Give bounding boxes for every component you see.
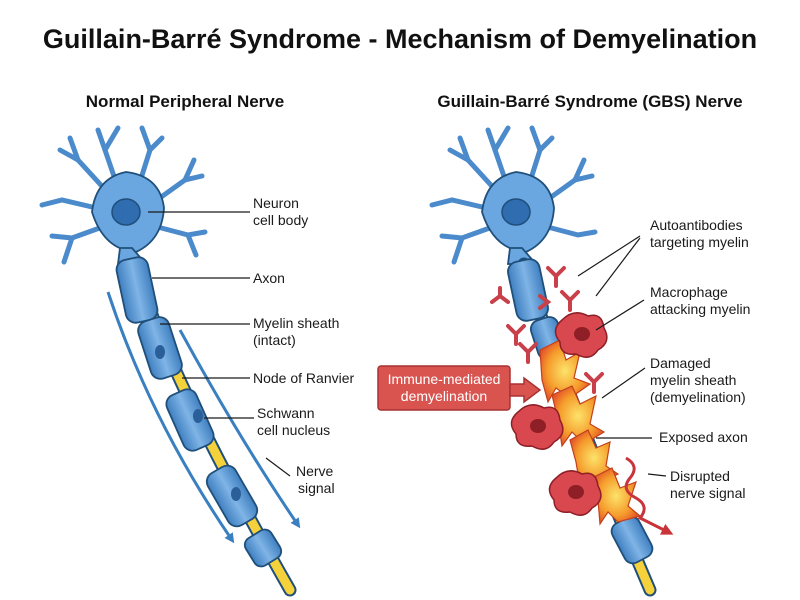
macrophage — [510, 404, 564, 450]
label-schwann: Schwann — [257, 405, 315, 421]
normal-nerve: Neuron cell body Axon Myelin sheath (int… — [39, 125, 355, 597]
label-cell-body: cell body — [253, 212, 308, 228]
antibody — [560, 290, 580, 312]
label-myelin-sheath: Myelin sheath — [253, 315, 339, 331]
dendrites — [39, 125, 208, 265]
schwann-nucleus — [193, 409, 203, 423]
autoantibodies — [490, 266, 604, 394]
diagram-title: Guillain-Barré Syndrome - Mechanism of D… — [43, 24, 757, 54]
label-macrophage: Macrophage — [650, 284, 728, 300]
myelin-segment-gbs — [507, 258, 549, 322]
label-node-of-ranvier: Node of Ranvier — [253, 370, 355, 386]
myelin-segment — [115, 256, 159, 324]
antibody — [546, 266, 566, 288]
label-signal: signal — [298, 480, 335, 496]
label-damaged: Damaged — [650, 355, 711, 371]
label-myelin-intact: (intact) — [253, 332, 296, 348]
antibody — [506, 324, 526, 346]
label-targeting-myelin: targeting myelin — [650, 234, 749, 250]
neuron-nucleus — [111, 198, 141, 226]
antibody — [584, 372, 604, 394]
signal-arrow-left — [106, 291, 235, 544]
antibody — [490, 286, 510, 304]
label-autoantibodies: Autoantibodies — [650, 217, 743, 233]
label-cell-nucleus: cell nucleus — [257, 422, 330, 438]
callout-line-1: Immune-mediated — [388, 371, 501, 387]
schwann-nucleus — [231, 487, 241, 501]
callout-line-2: demyelination — [401, 388, 487, 404]
schwann-nucleus — [155, 345, 165, 359]
signal-arrow-right — [178, 329, 301, 529]
panel-heading-gbs: Guillain-Barré Syndrome (GBS) Nerve — [437, 92, 742, 111]
gbs-nerve: Autoantibodies targeting myelin Macropha… — [377, 125, 750, 597]
antibody — [538, 294, 552, 310]
panel-heading-normal: Normal Peripheral Nerve — [86, 92, 284, 111]
label-nerve-signal: nerve signal — [670, 485, 746, 501]
antibody — [518, 342, 538, 364]
label-exposed-axon: Exposed axon — [659, 429, 748, 445]
disrupted-signal-arrow — [624, 456, 674, 535]
label-demyelination: (demyelination) — [650, 389, 746, 405]
label-nerve: Nerve — [296, 463, 334, 479]
myelin-segment — [165, 388, 215, 452]
label-axon: Axon — [253, 270, 285, 286]
label-myelin-sheath-damaged: myelin sheath — [650, 372, 736, 388]
label-neuron: Neuron — [253, 195, 299, 211]
myelin-segment — [243, 528, 283, 568]
label-attacking-myelin: attacking myelin — [650, 301, 750, 317]
callout-immune-mediated: Immune-mediated demyelination — [377, 365, 542, 411]
macrophage — [554, 312, 608, 358]
label-disrupted: Disrupted — [670, 468, 730, 484]
macrophages — [510, 312, 608, 516]
macrophage — [548, 470, 602, 516]
